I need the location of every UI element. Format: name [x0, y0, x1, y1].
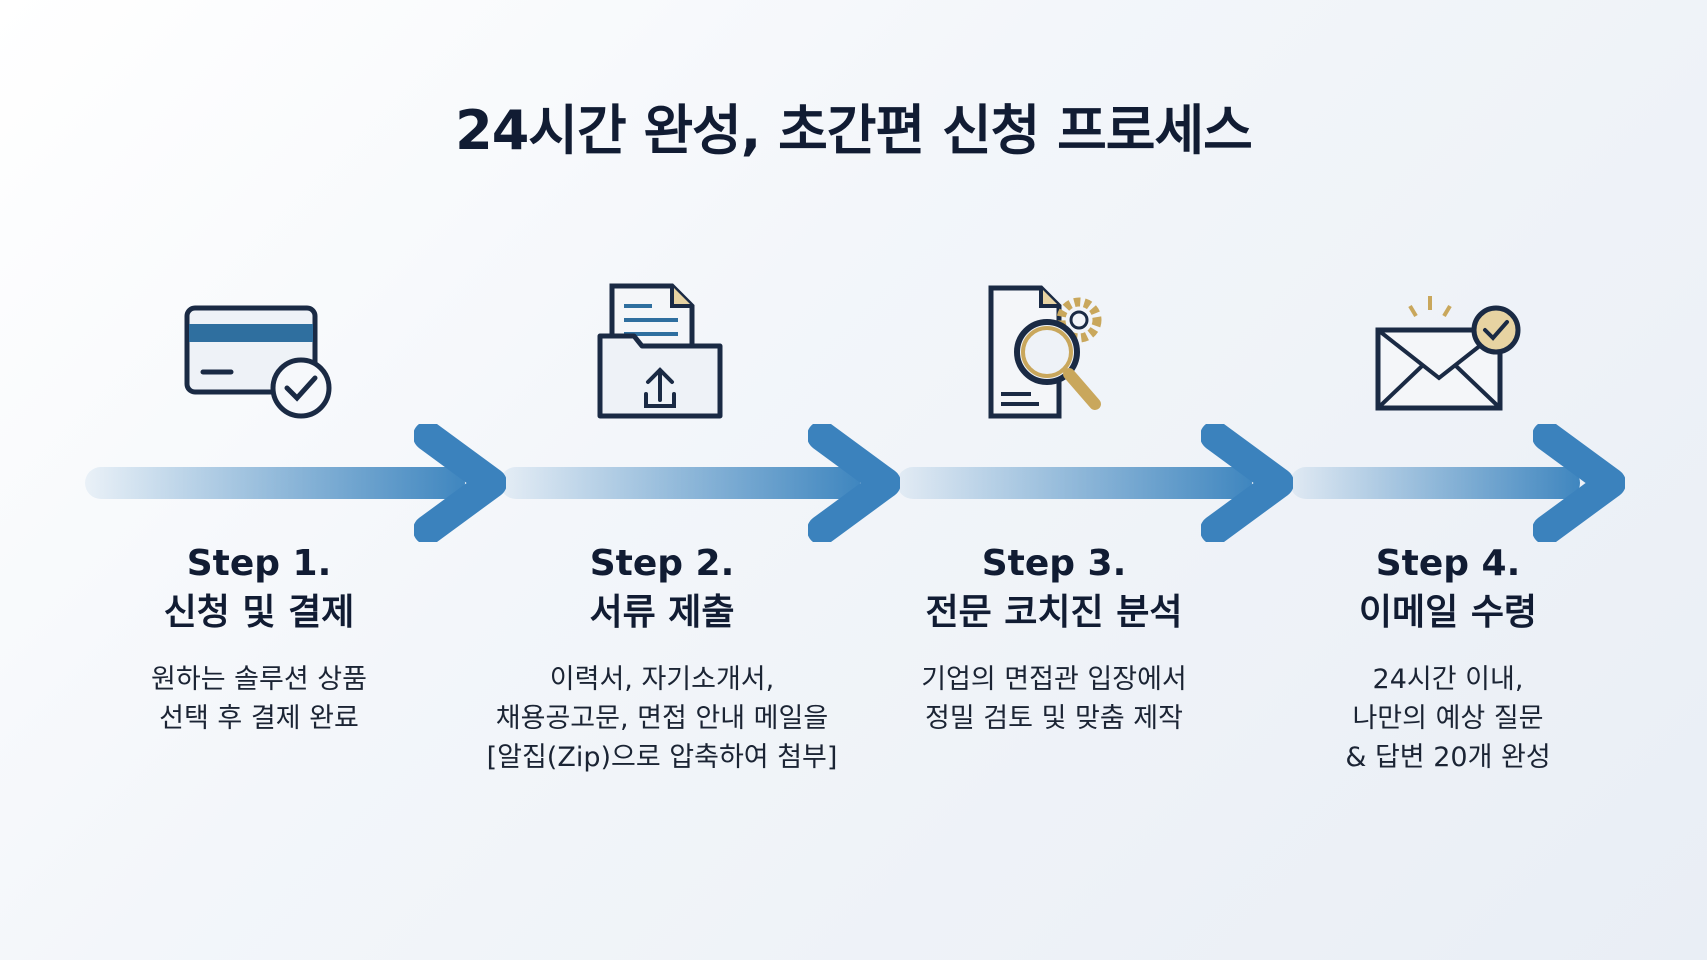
- chevron-right-icon: [1201, 424, 1293, 542]
- chevron-right-icon: [414, 424, 506, 542]
- document-magnifier-gear-icon: [988, 285, 1102, 419]
- desc-line: 24시간 이내,: [1372, 664, 1524, 695]
- chevron-right-icon: [1533, 424, 1625, 542]
- step-label: Step 4.: [1375, 543, 1521, 584]
- step-label: Step 2.: [589, 543, 735, 584]
- step-1: Step 1. 신청 및 결제 원하는 솔루션 상품 선택 후 결제 완료: [49, 540, 469, 738]
- desc-line: 기업의 면접관 입장에서: [921, 664, 1187, 695]
- step-label: Step 1.: [186, 543, 332, 584]
- arrow-bar-1: [85, 467, 465, 499]
- step-3: Step 3. 전문 코치진 분석 기업의 면접관 입장에서 정밀 검토 및 맞…: [844, 540, 1264, 738]
- folder-upload-icon: [597, 283, 723, 419]
- arrow-bar-4: [1290, 467, 1580, 499]
- credit-card-check-icon: [184, 305, 332, 419]
- step-title: 서류 제출: [589, 592, 735, 633]
- desc-line: & 답변 20개 완성: [1345, 742, 1551, 773]
- step-title: 전문 코치진 분석: [925, 592, 1183, 633]
- step-description: 원하는 솔루션 상품 선택 후 결제 완료: [49, 660, 469, 738]
- step-description: 이력서, 자기소개서, 채용공고문, 면접 안내 메일을 [알집(Zip)으로 …: [452, 660, 872, 777]
- step-title: 이메일 수령: [1358, 592, 1538, 633]
- step-description: 기업의 면접관 입장에서 정밀 검토 및 맞춤 제작: [844, 660, 1264, 738]
- desc-line: 선택 후 결제 완료: [159, 703, 359, 734]
- envelope-check-icon: [1375, 296, 1521, 411]
- step-title: 신청 및 결제: [163, 592, 355, 633]
- desc-line: 나만의 예상 질문: [1352, 703, 1544, 734]
- arrow-bar-2: [500, 467, 860, 499]
- page-title: 24시간 완성, 초간편 신청 프로세스: [455, 99, 1253, 162]
- step-label: Step 3.: [981, 543, 1127, 584]
- step-4: Step 4. 이메일 수령 24시간 이내, 나만의 예상 질문 & 답변 2…: [1238, 540, 1658, 777]
- desc-line: 정밀 검토 및 맞춤 제작: [925, 703, 1183, 734]
- arrow-bar-3: [897, 467, 1252, 499]
- desc-line: 원하는 솔루션 상품: [151, 664, 367, 695]
- step-description: 24시간 이내, 나만의 예상 질문 & 답변 20개 완성: [1238, 660, 1658, 777]
- chevron-right-icon: [808, 424, 900, 542]
- desc-line: 채용공고문, 면접 안내 메일을: [495, 703, 829, 734]
- desc-line: 이력서, 자기소개서,: [549, 664, 775, 695]
- step-2: Step 2. 서류 제출 이력서, 자기소개서, 채용공고문, 면접 안내 메…: [452, 540, 872, 777]
- desc-line: [알집(Zip)으로 압축하여 첨부]: [486, 742, 838, 773]
